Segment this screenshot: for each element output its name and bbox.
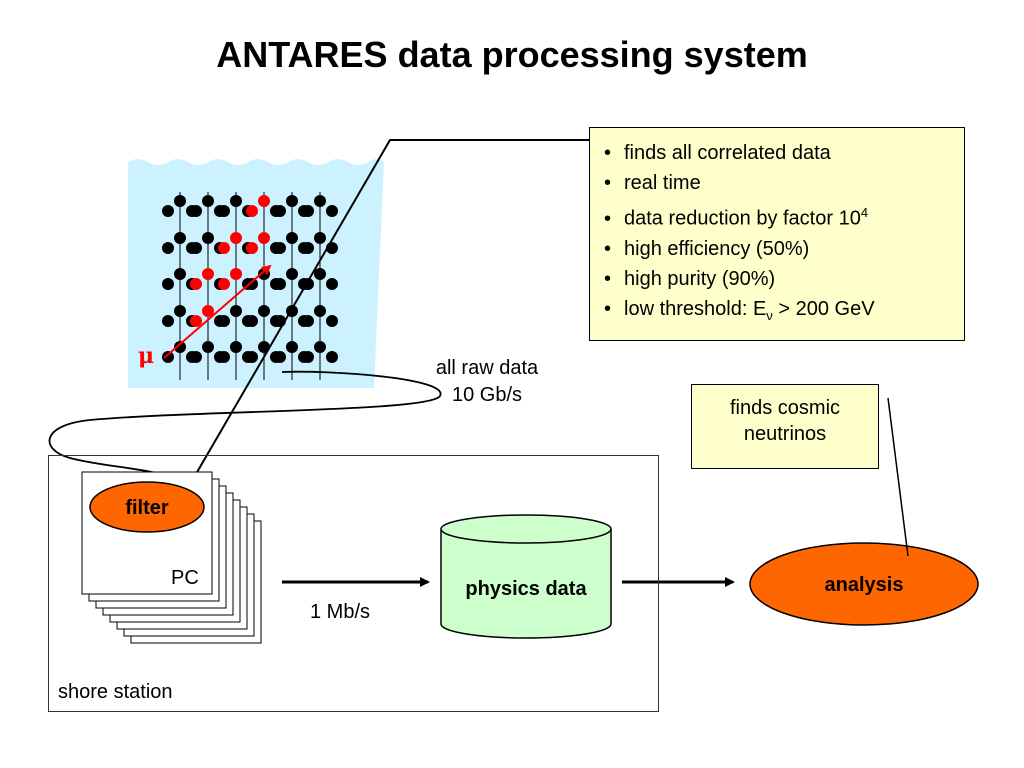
optical-module	[246, 278, 258, 290]
optical-module	[286, 195, 298, 207]
optical-module	[274, 278, 286, 290]
raw-data-cable	[48, 370, 442, 475]
filter-node[interactable]	[89, 481, 205, 533]
cosmic-neutrino-box: finds cosmic neutrinos	[691, 384, 879, 469]
optical-module	[162, 242, 174, 254]
optical-module	[202, 232, 214, 244]
optical-module	[314, 195, 326, 207]
optical-module	[174, 195, 186, 207]
optical-module	[274, 205, 286, 217]
muon-track	[163, 264, 272, 359]
optical-module	[326, 351, 338, 363]
hit-optical-module	[190, 315, 202, 327]
optical-module	[326, 205, 338, 217]
optical-module	[218, 351, 230, 363]
hit-optical-module	[230, 268, 242, 280]
raw-data-label: all raw data 10 Gb/s	[435, 357, 539, 406]
optical-module	[230, 341, 242, 353]
optical-module	[162, 278, 174, 290]
optical-module	[162, 205, 174, 217]
callout-connector	[188, 139, 589, 487]
optical-module	[246, 351, 258, 363]
filter-properties-callout: •finds all correlated data •real time •d…	[589, 127, 965, 341]
analysis-node[interactable]	[749, 542, 979, 626]
hit-optical-module	[258, 232, 270, 244]
muon-label: μ	[138, 343, 154, 369]
analysis-label: analysis	[825, 574, 904, 596]
optical-module	[190, 351, 202, 363]
physics-data-label: physics data	[465, 578, 587, 600]
optical-module	[286, 232, 298, 244]
cosmic-connector	[887, 397, 909, 557]
optical-module	[274, 242, 286, 254]
optical-module	[286, 268, 298, 280]
page-title: ANTARES data processing system	[216, 34, 808, 75]
optical-module	[230, 305, 242, 317]
optical-module	[286, 341, 298, 353]
optical-module	[302, 205, 314, 217]
callout-item: •finds all correlated data	[604, 142, 831, 164]
hit-optical-module	[190, 278, 202, 290]
optical-module	[302, 351, 314, 363]
hit-optical-module	[230, 232, 242, 244]
optical-module	[302, 315, 314, 327]
callout-item: •real time	[604, 172, 701, 194]
rate-label: 1 Mb/s	[310, 601, 371, 623]
callout-item: •high purity (90%)	[604, 267, 776, 290]
hit-optical-module	[218, 242, 230, 254]
optical-module	[174, 305, 186, 317]
filter-label: filter	[125, 497, 169, 519]
hit-optical-module	[258, 195, 270, 207]
optical-module	[174, 341, 186, 353]
optical-module	[174, 232, 186, 244]
callout-item: •high efficiency (50%)	[604, 237, 810, 260]
callout-item: •low threshold: Eν > 200 GeV	[604, 297, 875, 323]
pc-label: PC	[171, 567, 199, 589]
hit-optical-module	[202, 268, 214, 280]
optical-module	[218, 315, 230, 327]
optical-module	[190, 242, 202, 254]
hit-optical-module	[246, 205, 258, 217]
optical-module	[246, 315, 258, 327]
shore-station-label: shore station	[58, 681, 173, 703]
optical-module	[162, 315, 174, 327]
hit-optical-module	[202, 305, 214, 317]
optical-module	[174, 268, 186, 280]
optical-module	[230, 195, 242, 207]
optical-module	[326, 315, 338, 327]
hit-optical-module	[246, 242, 258, 254]
optical-module	[302, 242, 314, 254]
physics-data-store[interactable]	[440, 514, 612, 639]
optical-module	[326, 278, 338, 290]
shore-station-box	[48, 455, 659, 712]
callout-item: •data reduction by factor 104	[604, 205, 869, 230]
optical-module	[314, 232, 326, 244]
optical-module	[314, 268, 326, 280]
optical-module	[190, 205, 202, 217]
optical-module	[162, 351, 174, 363]
optical-module	[274, 351, 286, 363]
optical-module	[202, 341, 214, 353]
optical-module	[202, 195, 214, 207]
hit-optical-module	[218, 278, 230, 290]
optical-module	[218, 205, 230, 217]
optical-module	[314, 341, 326, 353]
optical-module	[314, 305, 326, 317]
optical-module	[258, 305, 270, 317]
